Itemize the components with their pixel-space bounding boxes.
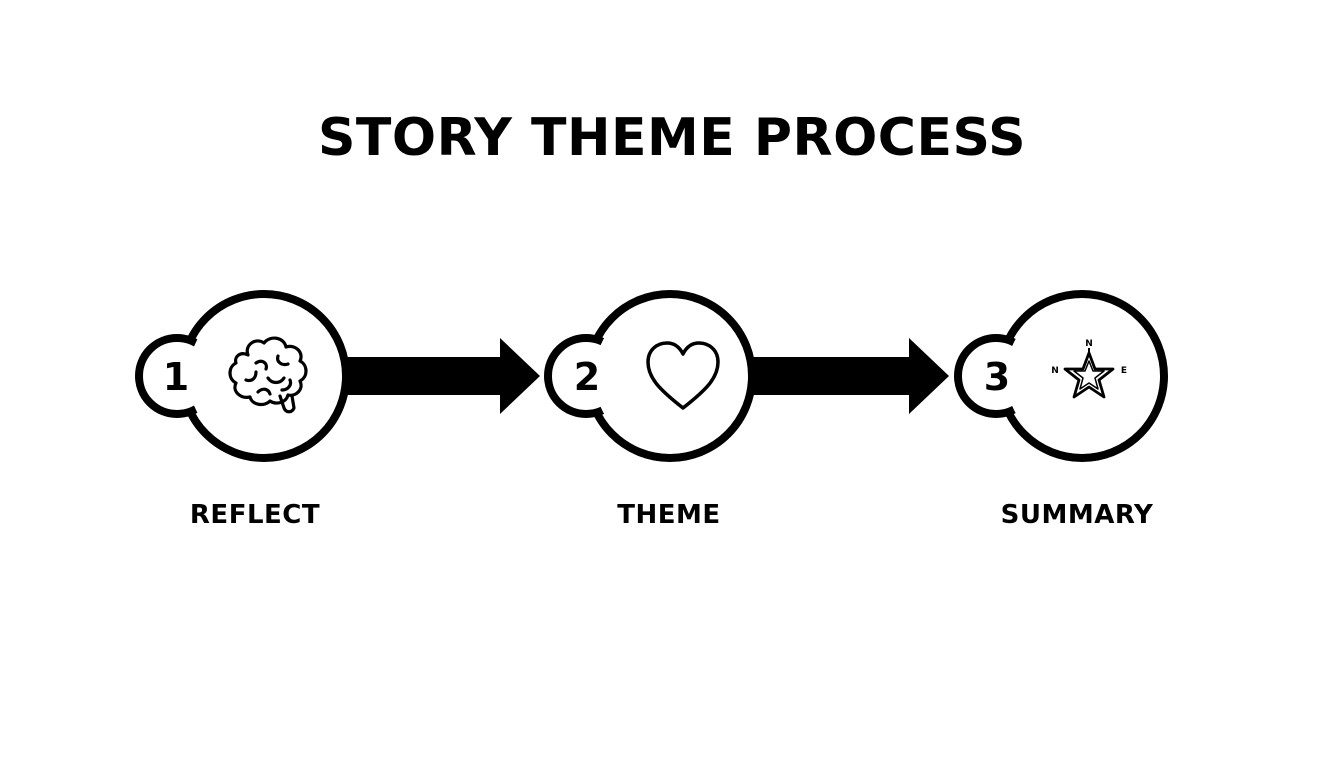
compass-east-label: E <box>1121 366 1127 376</box>
step-number: 3 <box>984 355 1010 399</box>
page-title: STORY THEME PROCESS <box>317 108 1027 168</box>
step-label-reflect: REFLECT <box>189 500 321 530</box>
step-number: 1 <box>163 355 189 399</box>
heart-icon <box>646 341 720 410</box>
compass-west-label: N <box>1051 366 1059 376</box>
compass-star-icon: N N E <box>1051 339 1127 399</box>
step-number: 2 <box>574 355 600 399</box>
arrow-1-to-2 <box>342 338 540 414</box>
step-3-node: 3 N N E <box>954 290 1168 462</box>
arrow-2-to-3 <box>752 338 949 414</box>
step-2-node: 2 <box>544 290 756 462</box>
step-label-theme: THEME <box>617 500 721 530</box>
step-label-summary: SUMMARY <box>1000 500 1154 530</box>
compass-north-label: N <box>1085 339 1093 349</box>
brain-icon <box>228 336 308 414</box>
step-1-node: 1 <box>135 290 350 462</box>
